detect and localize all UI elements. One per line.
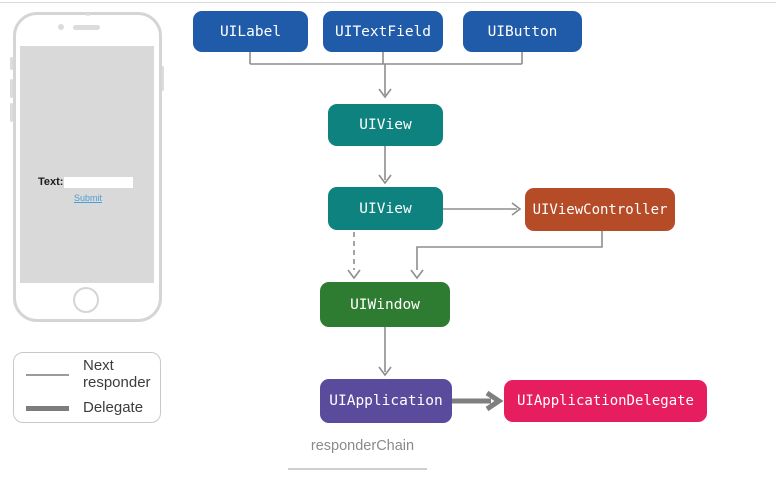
- phone-front-camera-icon: [58, 24, 64, 30]
- node-uilabel: UILabel: [193, 11, 308, 52]
- node-uibutton: UIButton: [463, 11, 582, 52]
- phone-volume-down-button: [10, 103, 13, 122]
- phone-home-button: [73, 287, 99, 313]
- screen-submit-link: Submit: [74, 193, 103, 203]
- thick-line-swatch: [26, 406, 69, 412]
- phone-screen: [20, 46, 154, 283]
- legend-item-next-responder: Next responder: [14, 356, 160, 392]
- phone-proximity-sensor: [86, 14, 90, 16]
- node-uiwindow: UIWindow: [320, 282, 450, 327]
- diagram-caption: responderChain: [310, 438, 415, 454]
- arrowhead-right-thick: [485, 390, 504, 412]
- phone-mute-switch: [10, 57, 13, 70]
- edge-uiviewcontroller-to-uiwindow: [416, 231, 603, 270]
- arrowhead-down: [378, 366, 392, 377]
- node-uiviewcontroller: UIViewController: [525, 188, 675, 231]
- caption-divider: [288, 468, 427, 470]
- node-uiview-2: UIView: [328, 187, 443, 230]
- arrowhead-down: [378, 174, 392, 185]
- node-uiapplicationdelegate: UIApplicationDelegate: [504, 380, 707, 422]
- node-uiapplication: UIApplication: [320, 379, 452, 423]
- arrowhead-down: [347, 269, 361, 280]
- arrowhead-right: [511, 202, 522, 216]
- node-uiview-1: UIView: [328, 104, 443, 146]
- phone-earpiece-speaker: [73, 25, 100, 30]
- phone-volume-up-button: [10, 79, 13, 98]
- screen-text-label: Text:: [38, 176, 64, 188]
- node-uitextfield: UITextField: [323, 11, 443, 52]
- arrowhead-down: [378, 88, 392, 99]
- legend: Next responder Delegate: [13, 352, 161, 423]
- arrowhead-down: [410, 269, 424, 280]
- thin-line-swatch: [26, 373, 69, 376]
- phone-power-button: [161, 66, 164, 91]
- screen-text-input: [64, 177, 133, 188]
- legend-item-delegate: Delegate: [14, 400, 160, 417]
- legend-label: Delegate: [83, 399, 144, 417]
- top-divider: [0, 2, 776, 3]
- legend-label: Next responder: [83, 356, 151, 391]
